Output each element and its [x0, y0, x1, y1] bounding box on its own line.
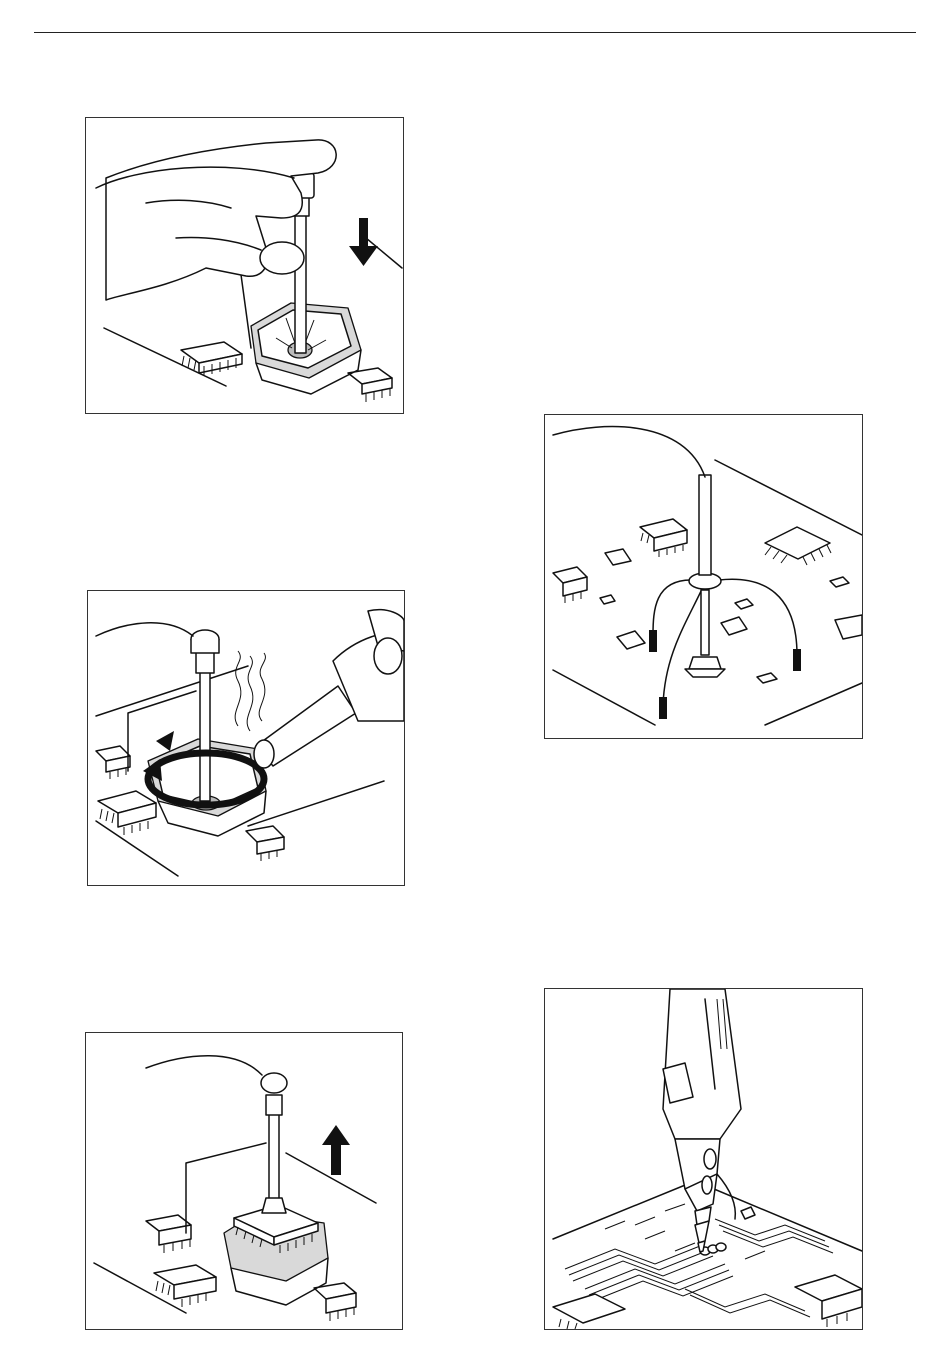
soldering-pencil-illustration [545, 989, 862, 1329]
figure-tripod-stand [544, 414, 863, 739]
figure-press-nozzle [85, 117, 404, 414]
nozzle-cable [553, 427, 705, 477]
small-chip-left [181, 342, 242, 376]
figure-soldering-pencil [544, 988, 863, 1330]
small-chip-left [146, 1215, 191, 1253]
top-rule [34, 32, 916, 33]
hot-air-gun [254, 610, 404, 768]
board-chip-left [553, 1294, 625, 1329]
heat-rotate-illustration [88, 591, 404, 885]
nozzle-cable [96, 623, 193, 636]
figure-heat-rotate [87, 590, 405, 886]
soldering-pencil-icon [663, 989, 741, 1252]
small-chip-right [348, 368, 392, 402]
small-chip-left [96, 746, 130, 779]
small-chip-right [246, 826, 284, 861]
up-arrow-icon [322, 1125, 350, 1175]
lift-chip-illustration [86, 1033, 402, 1329]
small-chip-right [314, 1283, 356, 1321]
board-chip-right [795, 1275, 862, 1327]
press-nozzle-illustration [86, 118, 403, 413]
heat-waves [235, 651, 265, 731]
tripod-holder-icon [649, 573, 801, 719]
nozzle-cable [146, 1056, 262, 1075]
down-arrow-icon [349, 218, 378, 266]
figure-lift-chip [85, 1032, 403, 1330]
tripod-stand-illustration [545, 415, 862, 738]
